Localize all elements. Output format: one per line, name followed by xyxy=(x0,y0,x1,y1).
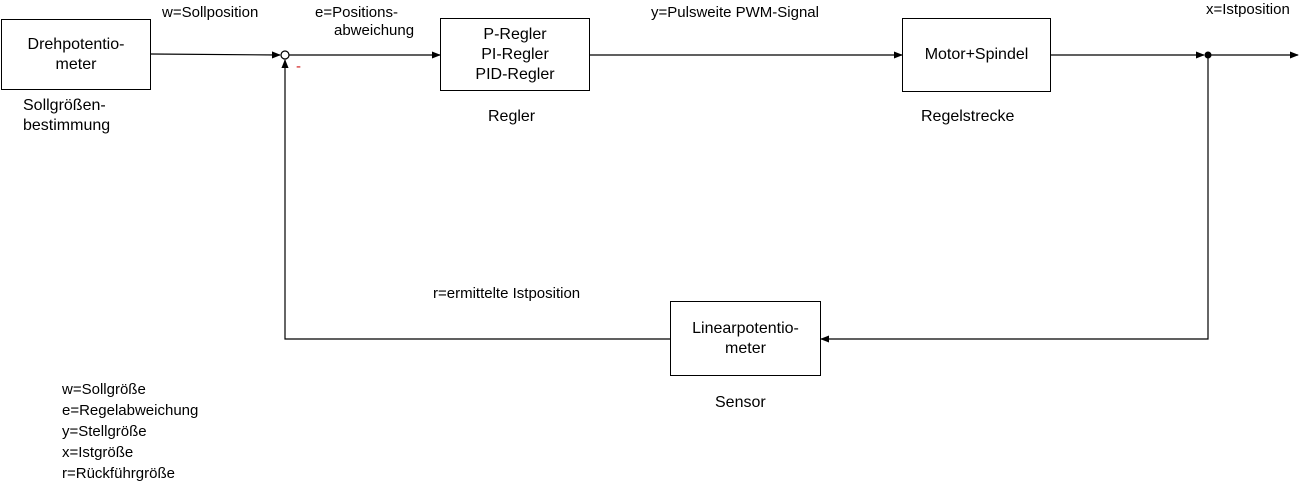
block-sensor-line-1: Linearpotentio- xyxy=(692,319,799,337)
legend-item-e: e=Regelabweichung xyxy=(62,402,199,419)
line-w xyxy=(150,51,281,59)
legend: w=Sollgröße e=Regelabweichung y=Stellgrö… xyxy=(62,379,198,484)
block-controller: P-Regler PI-Regler PID-Regler xyxy=(440,18,590,91)
caption-setpoint-device-line-2: bestimmung xyxy=(23,117,111,134)
block-setpoint-device: Drehpotentio- meter xyxy=(1,19,151,90)
legend-item-w: w=Sollgröße xyxy=(62,381,146,398)
signal-label-w: w=Sollposition xyxy=(162,4,259,21)
block-setpoint-device-line-1: Drehpotentio- xyxy=(27,35,125,53)
summing-point xyxy=(280,50,290,60)
caption-controller: Regler xyxy=(488,108,536,125)
legend-item-x: x=Istgröße xyxy=(62,444,134,461)
branch-point xyxy=(1204,51,1212,59)
line-feedback-to-sensor xyxy=(820,55,1209,343)
block-sensor-line-2: meter xyxy=(725,339,766,357)
block-controller-line-3: PID-Regler xyxy=(475,65,555,83)
block-controller-line-2: PI-Regler xyxy=(481,45,549,63)
signal-label-e: e=Positions- abweichung xyxy=(315,4,414,40)
block-controller-line-1: P-Regler xyxy=(483,25,547,43)
feedback-minus-sign: - xyxy=(296,58,301,75)
line-r xyxy=(281,59,670,340)
legend-item-r: r=Rückführgröße xyxy=(62,465,175,482)
block-setpoint-device-line-2: meter xyxy=(55,55,97,73)
signal-label-e-line-1: e=Positions- xyxy=(315,4,398,21)
caption-plant: Regelstrecke xyxy=(921,108,1015,125)
block-plant-line-1: Motor+Spindel xyxy=(924,46,1029,63)
block-sensor: Linearpotentio- meter xyxy=(670,301,821,376)
signal-label-x: x=Istposition xyxy=(1206,1,1290,18)
caption-setpoint-device: Sollgrößen- bestimmung xyxy=(23,96,110,136)
caption-sensor: Sensor xyxy=(715,394,766,411)
signal-label-e-line-2: abweichung xyxy=(334,22,415,39)
caption-setpoint-device-line-1: Sollgrößen- xyxy=(23,97,106,114)
signal-label-r: r=ermittelte Istposition xyxy=(433,285,581,302)
legend-item-y: y=Stellgröße xyxy=(62,423,147,440)
signal-label-y: y=Pulsweite PWM-Signal xyxy=(651,4,819,21)
block-plant: Motor+Spindel xyxy=(902,18,1051,92)
